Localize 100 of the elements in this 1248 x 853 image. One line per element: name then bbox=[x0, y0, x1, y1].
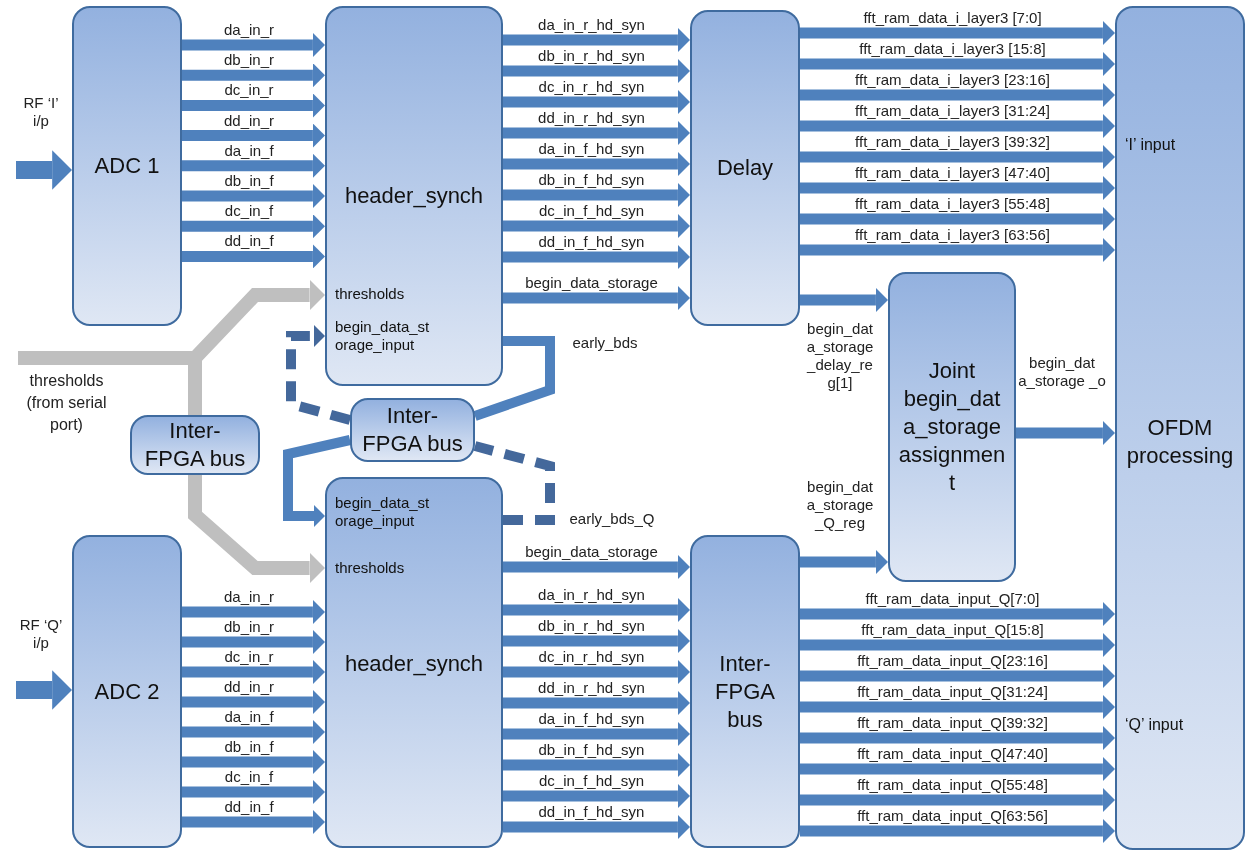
text-label: thresholds (from serial port) bbox=[14, 370, 119, 436]
arrow bbox=[503, 752, 690, 778]
arrow bbox=[182, 183, 325, 209]
arrow bbox=[800, 818, 1115, 844]
arrow bbox=[800, 144, 1115, 170]
edge-label: fft_ram_data_i_layer3 [31:24] bbox=[855, 103, 1050, 119]
edge-label: da_in_f_hd_syn bbox=[538, 711, 645, 727]
edge-label: db_in_f_hd_syn bbox=[538, 742, 645, 758]
arrow bbox=[800, 287, 888, 313]
arrow bbox=[503, 285, 690, 311]
edge-label: dc_in_f_hd_syn bbox=[538, 203, 645, 219]
arrow bbox=[503, 27, 690, 53]
connector-line bbox=[473, 441, 555, 525]
arrow bbox=[182, 779, 325, 805]
connector-line bbox=[473, 336, 555, 421]
edge-label: da_in_r bbox=[224, 589, 274, 605]
box-title: header_synch bbox=[343, 650, 485, 678]
edge-label: fft_ram_data_i_layer3 [63:56] bbox=[855, 227, 1050, 243]
edge-label: fft_ram_data_i_layer3 [55:48] bbox=[855, 196, 1050, 212]
arrow bbox=[800, 601, 1115, 627]
arrow bbox=[800, 663, 1115, 689]
port-label: begin_data_st orage_input bbox=[335, 494, 431, 530]
arrow bbox=[800, 206, 1115, 232]
arrow bbox=[503, 151, 690, 177]
edge-label: begin_data_storage bbox=[525, 544, 658, 560]
arrow bbox=[182, 63, 325, 88]
arrow bbox=[283, 435, 352, 527]
arrow bbox=[503, 213, 690, 239]
box-title: Joint begin_dat a_storage assignmen t bbox=[898, 357, 1006, 497]
edge-label: fft_ram_data_input_Q[15:8] bbox=[861, 622, 1044, 638]
port-label: ‘I’ input bbox=[1125, 135, 1177, 155]
process-box bbox=[1115, 6, 1245, 850]
edge-label: dd_in_f_hd_syn bbox=[538, 234, 645, 250]
arrow bbox=[182, 214, 325, 239]
edge-label: fft_ram_data_input_Q[39:32] bbox=[857, 715, 1048, 731]
arrow bbox=[503, 814, 690, 840]
edge-label: dc_in_r_hd_syn bbox=[538, 649, 645, 665]
box-title: ADC 2 bbox=[94, 677, 160, 706]
process-box bbox=[888, 272, 1016, 582]
edge-label: dc_in_r bbox=[224, 649, 274, 665]
box-title: Delay bbox=[716, 154, 774, 182]
arrow bbox=[503, 597, 690, 623]
edge-label: dc_in_r bbox=[224, 82, 274, 99]
process-box bbox=[72, 6, 182, 326]
box-title: OFDM processing bbox=[1125, 414, 1235, 470]
arrow bbox=[800, 725, 1115, 751]
arrow bbox=[182, 93, 325, 118]
arrow bbox=[800, 113, 1115, 139]
edge-label: dd_in_f bbox=[224, 799, 274, 815]
edge-label: begin_data_storage bbox=[525, 275, 658, 291]
arrow bbox=[182, 32, 325, 58]
arrow bbox=[800, 82, 1115, 108]
edge-label: da_in_r_hd_syn bbox=[538, 587, 645, 603]
edge-label: db_in_f_hd_syn bbox=[538, 172, 645, 188]
edge-label: fft_ram_data_input_Q[47:40] bbox=[857, 746, 1048, 762]
arrow bbox=[503, 120, 690, 146]
arrow bbox=[503, 554, 690, 580]
port-label: thresholds bbox=[335, 559, 406, 577]
arrow bbox=[503, 783, 690, 809]
edge-label: dd_in_r_hd_syn bbox=[538, 680, 645, 696]
arrow bbox=[182, 629, 325, 655]
arrow bbox=[182, 749, 325, 775]
edge-label: begin_dat a_storage _o bbox=[1018, 354, 1106, 390]
process-box bbox=[72, 535, 182, 848]
edge-label: db_in_r bbox=[224, 52, 274, 69]
arrow bbox=[800, 756, 1115, 782]
edge-label: dd_in_f bbox=[224, 233, 274, 250]
arrow bbox=[503, 58, 690, 84]
arrow bbox=[800, 20, 1115, 46]
port-label: begin_data_st orage_input bbox=[335, 318, 431, 354]
process-box bbox=[325, 6, 503, 386]
arrow bbox=[1016, 420, 1115, 446]
box-title: ADC 1 bbox=[94, 152, 160, 180]
edge-label: da_in_f_hd_syn bbox=[538, 141, 645, 157]
arrow bbox=[800, 51, 1115, 77]
edge-label: da_in_f bbox=[224, 709, 274, 725]
arrow bbox=[286, 325, 352, 425]
arrow bbox=[800, 787, 1115, 813]
arrow bbox=[503, 659, 690, 685]
arrow bbox=[800, 175, 1115, 201]
edge-label: db_in_r_hd_syn bbox=[538, 618, 645, 634]
edge-label: da_in_r_hd_syn bbox=[538, 17, 645, 33]
edge-label: fft_ram_data_i_layer3 [47:40] bbox=[855, 165, 1050, 181]
edge-label: db_in_r_hd_syn bbox=[538, 48, 645, 64]
box-title: Inter-FPGA bus bbox=[361, 402, 464, 458]
edge-label: dc_in_f bbox=[224, 769, 274, 785]
edge-label: dc_in_f_hd_syn bbox=[538, 773, 645, 789]
edge-label: fft_ram_data_input_Q[31:24] bbox=[857, 684, 1048, 700]
arrow bbox=[182, 244, 325, 269]
arrow bbox=[182, 153, 325, 178]
edge-label: fft_ram_data_i_layer3 [15:8] bbox=[859, 41, 1046, 57]
process-box bbox=[690, 10, 800, 326]
arrow bbox=[182, 809, 325, 835]
arrow bbox=[16, 150, 72, 190]
box-title: header_synch bbox=[343, 182, 485, 210]
arrow bbox=[182, 689, 325, 715]
arrow bbox=[800, 694, 1115, 720]
edge-label: dc_in_f bbox=[224, 203, 274, 220]
edge-label: fft_ram_data_i_layer3 [23:16] bbox=[855, 72, 1050, 88]
edge-label: db_in_f bbox=[224, 173, 274, 189]
